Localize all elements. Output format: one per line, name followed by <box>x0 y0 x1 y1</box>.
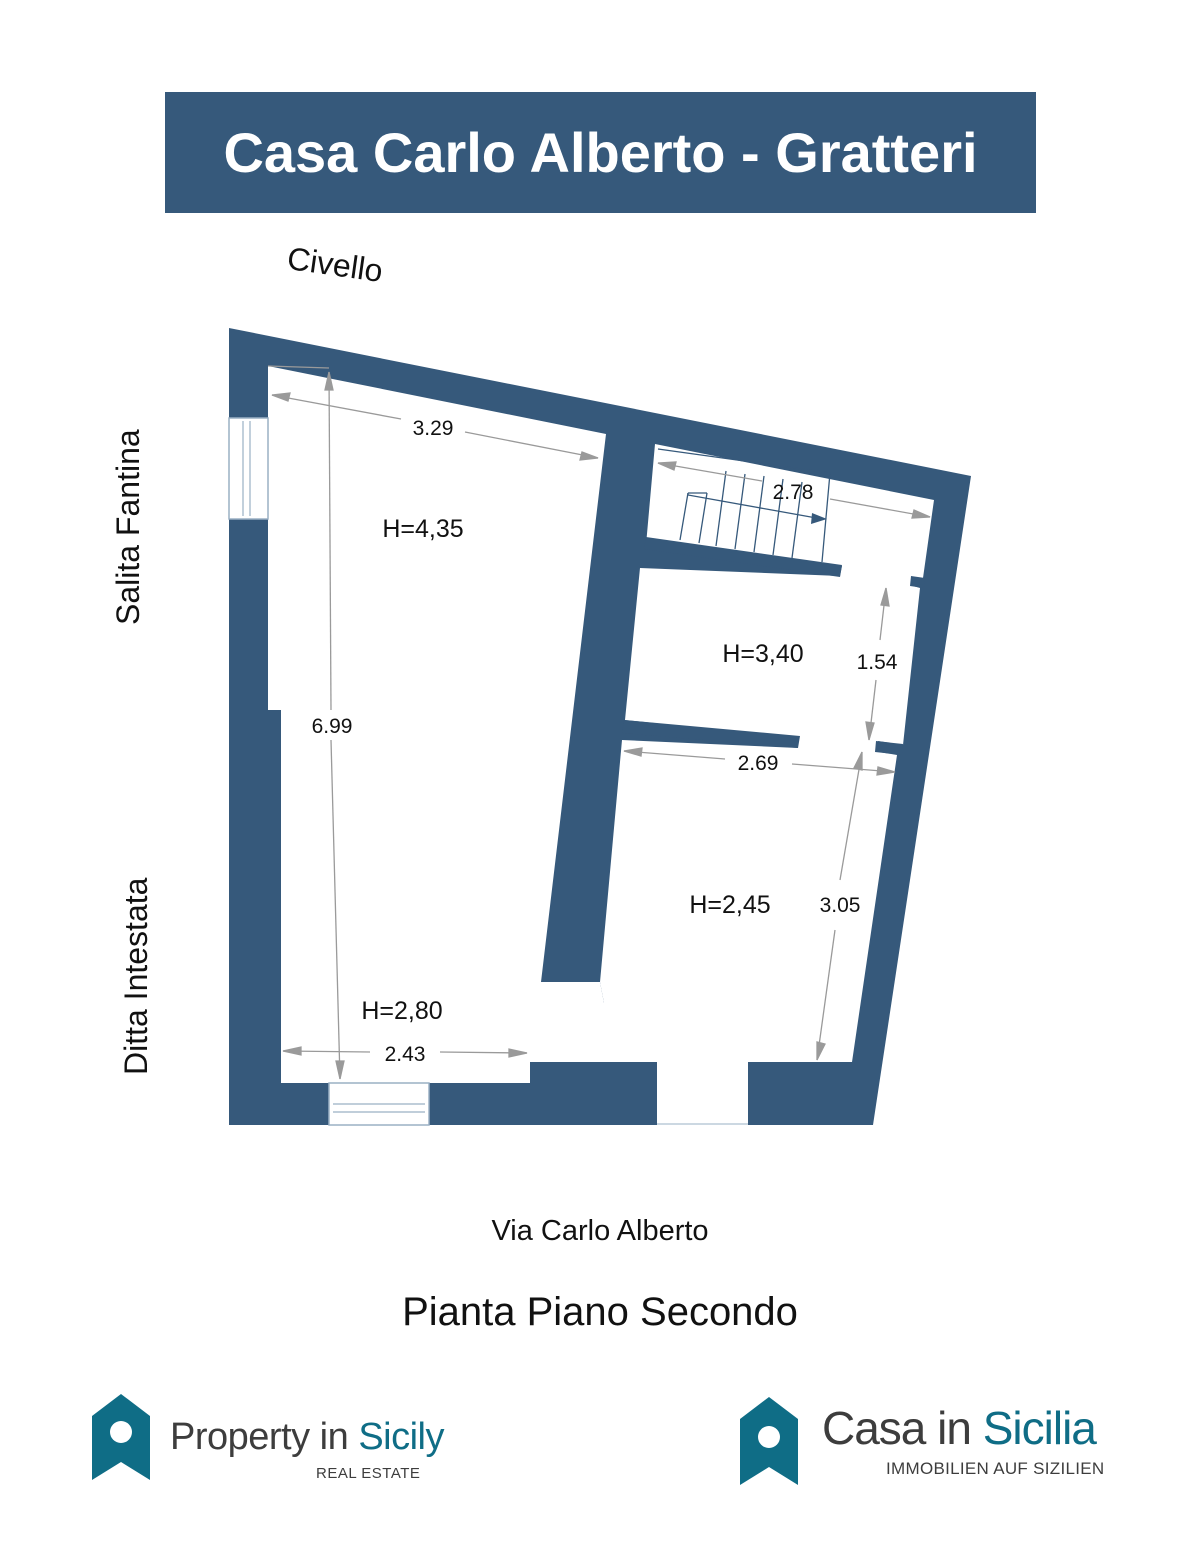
dimension-middle-right-width: 2.69 <box>738 752 779 775</box>
dimension-left-length: 6.99 <box>312 715 353 738</box>
plan-caption: Pianta Piano Secondo <box>402 1290 798 1334</box>
window-left <box>228 417 269 520</box>
door-opening-bottom <box>657 1062 748 1125</box>
partition-stair <box>644 537 842 577</box>
title-banner: Casa Carlo Alberto - Gratteri <box>165 92 1036 213</box>
house-pin-icon <box>740 1397 798 1485</box>
house-pin-icon <box>92 1394 150 1480</box>
partition-right-stub <box>875 741 903 755</box>
dimension-top-right-width: 2.78 <box>773 481 814 504</box>
staircase <box>657 448 831 563</box>
logo-right-tagline: IMMOBILIEN AUF SIZILIEN <box>886 1459 1105 1478</box>
logo-casa-in-sicilia: Casa in Sicilia IMMOBILIEN AUF SIZILIEN <box>738 1395 1118 1495</box>
room-left <box>268 366 852 1083</box>
window-bottom <box>328 1082 430 1126</box>
logo-right-word2: Sicilia <box>982 1402 1097 1454</box>
room-lower-right-height: H=2,45 <box>689 891 770 919</box>
room-middle-right-height: H=3,40 <box>722 640 803 668</box>
street-label-left-lower: Ditta Intestata <box>118 877 154 1075</box>
logo-left-tagline: REAL ESTATE <box>316 1465 421 1482</box>
dimension-bottom-left-width: 2.43 <box>385 1043 426 1066</box>
partition-middle <box>622 720 800 748</box>
room-upper-right <box>600 444 934 1062</box>
dimension-top-left-width: 3.29 <box>413 417 454 440</box>
dimension-lines <box>267 365 931 1080</box>
logo-left-word2: Sicily <box>358 1416 444 1458</box>
street-label-bottom: Via Carlo Alberto <box>491 1215 709 1247</box>
partition-top-stub <box>910 576 925 588</box>
dimension-lower-right-height: 3.05 <box>820 894 861 917</box>
logo-right-word1: Casa in <box>822 1402 972 1454</box>
room-left-upper-height: H=4,35 <box>382 515 463 543</box>
dimension-middle-right-height: 1.54 <box>857 651 898 674</box>
page-title: Casa Carlo Alberto - Gratteri <box>223 121 978 184</box>
title-banner-background <box>165 92 1036 213</box>
room-left-lower-height: H=2,80 <box>361 997 442 1025</box>
logo-property-in-sicily: Property in Sicily REAL ESTATE <box>90 1392 470 1492</box>
logo-left-word1: Property in <box>170 1416 349 1458</box>
street-label-left-upper: Salita Fantina <box>110 429 146 625</box>
